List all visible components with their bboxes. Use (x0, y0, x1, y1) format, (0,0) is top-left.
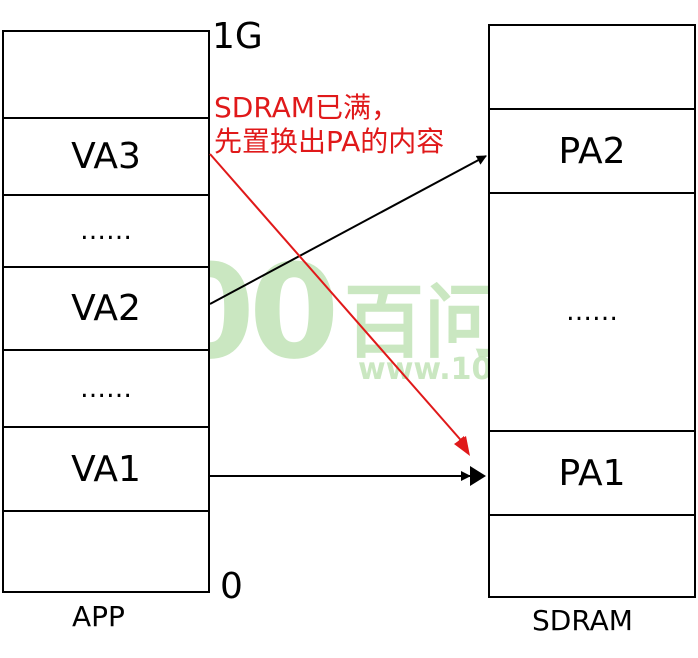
app-cell-va3: VA3 (4, 117, 208, 194)
sdram-cell-pa2: PA2 (490, 108, 694, 192)
app-cell-ellipsis-lower: …… (4, 349, 208, 426)
sdram-cell-bottom (490, 514, 694, 596)
app-cell-bottom (4, 510, 208, 591)
annotation-line1: SDRAM已满， (214, 91, 399, 124)
arrowhead-red (454, 436, 470, 456)
annotation-line2: 先置换出PA的内容 (214, 125, 445, 158)
app-memory-column: VA3 …… VA2 …… VA1 (2, 30, 210, 593)
sdram-cell-ellipsis: …… (490, 192, 694, 430)
top-address-label: 1G (212, 16, 263, 57)
bottom-address-label: 0 (220, 566, 243, 607)
app-cell-ellipsis-upper: …… (4, 194, 208, 266)
sdram-label: SDRAM (532, 604, 633, 637)
sdram-cell-pa1: PA1 (490, 430, 694, 514)
app-cell-va1: VA1 (4, 426, 208, 510)
sdram-memory-column: PA2 …… PA1 (488, 24, 696, 598)
arrow-swap-out-red (209, 153, 467, 447)
app-label: APP (72, 600, 125, 633)
app-cell-va2: VA2 (4, 266, 208, 349)
arrowhead-va1-pa1 (470, 466, 486, 486)
arrow-va2-to-pa2 (209, 155, 487, 305)
